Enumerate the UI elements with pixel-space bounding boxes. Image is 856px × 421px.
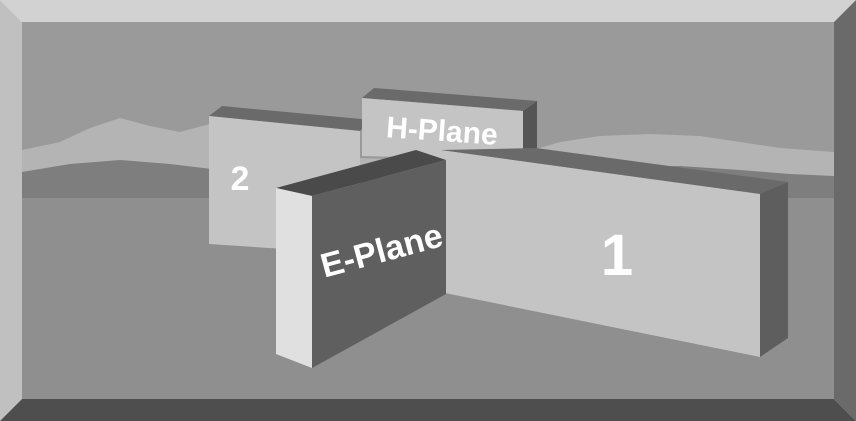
h-plane-face (362, 98, 523, 160)
e-plane-side (276, 188, 312, 368)
port-2-label: 2 (231, 160, 250, 198)
frame-right-bevel (834, 0, 856, 421)
h-plane-right-side (523, 101, 537, 160)
port-1-wall (440, 148, 788, 357)
e-plane-face (312, 160, 446, 368)
h-plane-block (362, 88, 537, 160)
port-1-label: 1 (601, 223, 633, 288)
port-1-wall-top (440, 148, 788, 194)
port-1-wall-end (760, 182, 788, 357)
frame-bottom-bevel (0, 399, 856, 421)
port-2-wall-top (209, 106, 372, 131)
e-plane-top (276, 150, 446, 196)
frame-left-bevel (0, 0, 22, 421)
frame-top-bevel (0, 0, 856, 22)
e-plane-block (276, 150, 446, 368)
port-1-wall-face (440, 150, 760, 357)
h-plane-label: H-Plane (385, 111, 499, 152)
h-plane-top (362, 88, 537, 111)
